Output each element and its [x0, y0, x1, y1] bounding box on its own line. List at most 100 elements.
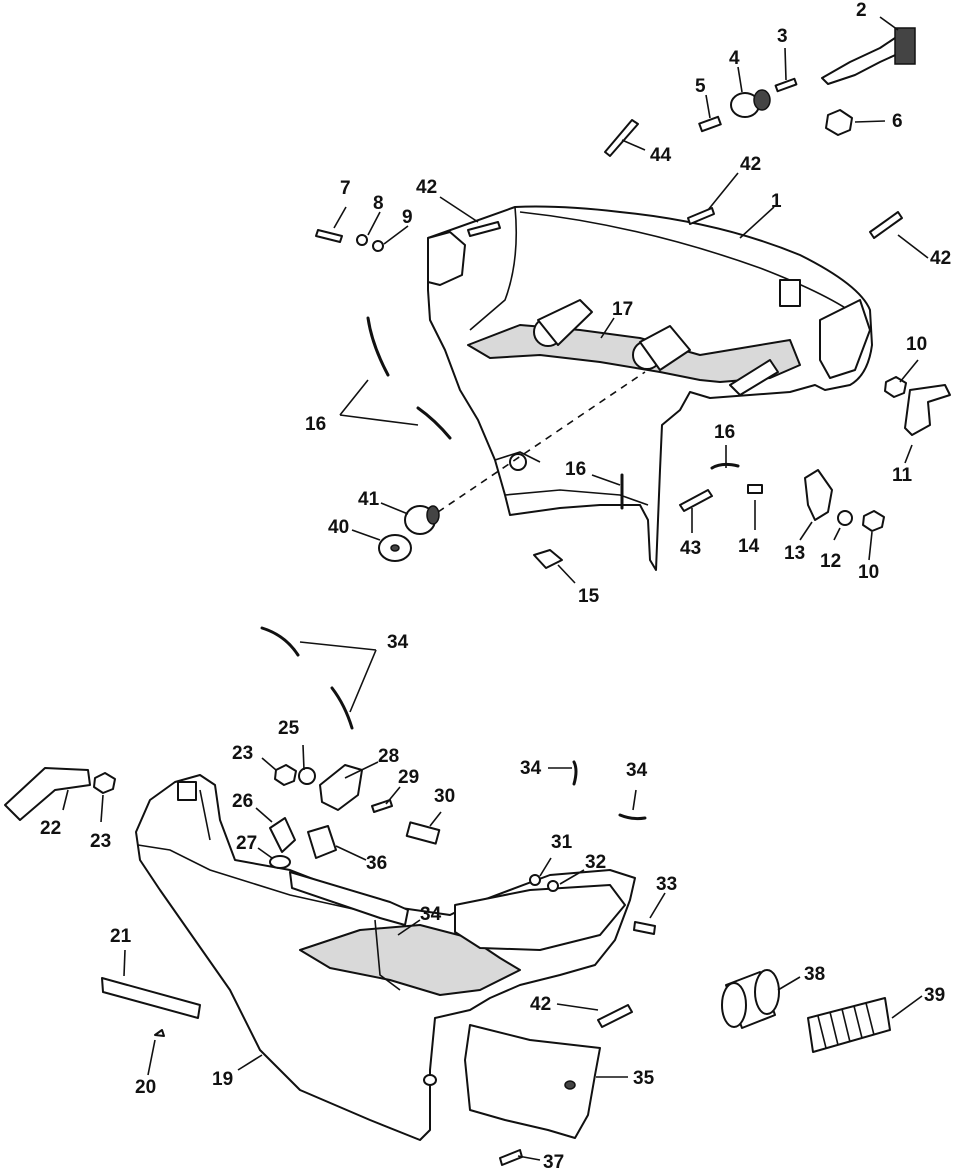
label-part-21: 21 — [110, 926, 132, 947]
label-part-3: 3 — [777, 26, 788, 47]
washer-part-a — [356, 234, 368, 246]
bolt-part-d — [679, 489, 713, 512]
grommet-part — [730, 89, 771, 118]
wire-clip-f — [330, 686, 354, 730]
label-part-11: 11 — [892, 465, 913, 486]
label-part-39: 39 — [924, 985, 945, 1006]
label-part-36: 36 — [366, 853, 387, 874]
label-part-31: 31 — [551, 832, 573, 853]
nut-part-left — [93, 772, 116, 794]
bolt-part-a — [467, 221, 501, 237]
bushing-part — [405, 821, 441, 845]
washer-part-c — [837, 510, 853, 526]
label-part-42-lower: 42 — [530, 994, 551, 1015]
bolt-part-b — [687, 207, 715, 225]
label-part-34-lower: 34 — [420, 904, 442, 925]
wire-clip-h — [618, 813, 647, 821]
long-bolt-part — [604, 119, 639, 157]
washer-part-f — [529, 874, 541, 886]
pin-part-lower — [154, 1029, 165, 1037]
label-part-42-right: 42 — [930, 248, 951, 269]
label-part-41: 41 — [358, 489, 380, 510]
label-part-16-mid: 16 — [565, 459, 586, 480]
wire-clip-c — [710, 462, 740, 470]
cylinder-part — [721, 969, 780, 1029]
lever-part-lower — [4, 767, 91, 821]
plug-part — [404, 505, 440, 535]
label-part-9: 9 — [402, 207, 413, 228]
label-part-7: 7 — [340, 178, 351, 199]
side-plate-part — [464, 1024, 601, 1139]
screw-part-bottom — [499, 1149, 523, 1166]
label-part-32: 32 — [585, 852, 606, 873]
washer-part-d — [378, 534, 412, 562]
label-part-19: 19 — [212, 1069, 233, 1090]
clip-nut-part — [307, 825, 337, 859]
bolt-part-e — [597, 1004, 633, 1028]
lower-motor-cover — [135, 774, 636, 1141]
label-part-38: 38 — [804, 964, 825, 985]
label-part-33: 33 — [656, 874, 677, 895]
trim-bracket-part — [101, 977, 201, 1019]
fitting-part — [698, 115, 722, 133]
label-part-5: 5 — [695, 76, 706, 97]
screw-part — [774, 77, 798, 93]
nut-part-mid — [274, 764, 297, 786]
label-part-13: 13 — [784, 543, 805, 564]
label-part-23-mid: 23 — [232, 743, 253, 764]
nut-part-lower — [862, 510, 885, 532]
label-part-20: 20 — [135, 1077, 156, 1098]
nut-part-upper — [884, 376, 907, 398]
label-part-17: 17 — [612, 299, 633, 320]
wire-clip-g — [572, 760, 578, 786]
label-part-8: 8 — [373, 193, 384, 214]
label-part-16-right: 16 — [714, 422, 735, 443]
label-part-12: 12 — [820, 551, 841, 572]
screw-part-lower — [633, 921, 656, 935]
label-part-34-left: 34 — [520, 758, 542, 779]
label-part-4: 4 — [729, 48, 740, 69]
wire-clip-b — [416, 406, 452, 440]
label-part-30: 30 — [434, 786, 455, 807]
label-part-43: 43 — [680, 538, 701, 559]
washer-part-g — [547, 880, 559, 892]
label-part-22: 22 — [40, 818, 61, 839]
alignment-line — [437, 371, 646, 513]
sleeve-part — [533, 549, 563, 569]
leader-lines — [62, 16, 929, 1161]
label-part-34-top: 34 — [387, 632, 409, 653]
washer-part-e — [298, 767, 316, 785]
label-part-1: 1 — [771, 191, 782, 212]
label-part-14: 14 — [738, 536, 760, 557]
label-part-15: 15 — [578, 586, 600, 607]
label-part-42-top-left: 42 — [416, 177, 437, 198]
label-part-35: 35 — [633, 1068, 655, 1089]
label-part-42-top-mid: 42 — [740, 154, 761, 175]
label-part-6: 6 — [892, 111, 903, 132]
spring-part — [807, 997, 891, 1053]
side-plate-hole — [564, 1080, 576, 1090]
label-part-23-left: 23 — [90, 831, 111, 852]
label-part-34-right: 34 — [626, 760, 648, 781]
bolt-part-c — [869, 211, 903, 239]
label-part-16-left: 16 — [305, 414, 326, 435]
o-ring-part — [269, 855, 291, 869]
washer-part-b — [372, 240, 384, 252]
label-part-29: 29 — [398, 767, 419, 788]
label-part-25: 25 — [278, 718, 300, 739]
upper-motor-cover — [427, 205, 873, 571]
plate-part — [319, 764, 363, 811]
nut-part — [825, 109, 853, 136]
label-part-26: 26 — [232, 791, 253, 812]
connector-part — [821, 27, 916, 85]
label-part-10-upper: 10 — [906, 334, 927, 355]
label-part-37: 37 — [543, 1152, 564, 1168]
label-part-40: 40 — [328, 517, 349, 538]
label-part-27: 27 — [236, 833, 257, 854]
pin-part — [315, 229, 343, 243]
part-number-labels: 1 2 3 4 5 6 7 8 9 10 10 11 12 13 14 15 1… — [40, 0, 951, 1168]
label-part-2: 2 — [856, 0, 867, 21]
bracket-part — [804, 469, 833, 521]
fitting-part-lower — [269, 817, 296, 853]
